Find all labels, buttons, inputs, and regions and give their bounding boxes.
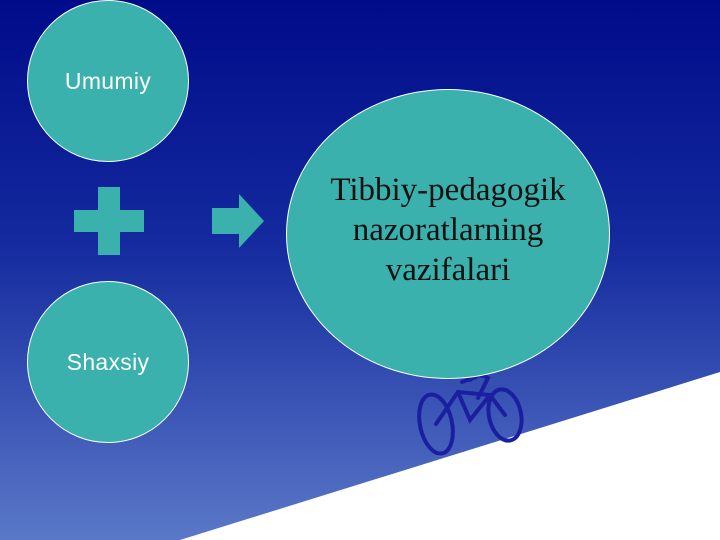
node-shaxsiy: Shaxsiy: [27, 281, 189, 443]
main-topic-line-1: Tibbiy-pedagogik: [330, 172, 566, 208]
arrow-right-icon: [212, 194, 264, 248]
cyclist-icon: [417, 373, 524, 456]
node-umumiy: Umumiy: [27, 0, 189, 162]
node-main-topic: Tibbiy-pedagogik nazoratlarning vazifala…: [286, 89, 610, 379]
main-topic-text: Tibbiy-pedagogik nazoratlarning vazifala…: [330, 170, 565, 290]
main-topic-line-2: nazoratlarning: [352, 212, 544, 248]
corner-band: [180, 372, 720, 540]
main-topic-line-3: vazifalari: [385, 252, 511, 288]
node-shaxsiy-label: Shaxsiy: [66, 348, 150, 375]
node-umumiy-label: Umumiy: [64, 67, 152, 94]
plus-icon: [74, 187, 144, 255]
